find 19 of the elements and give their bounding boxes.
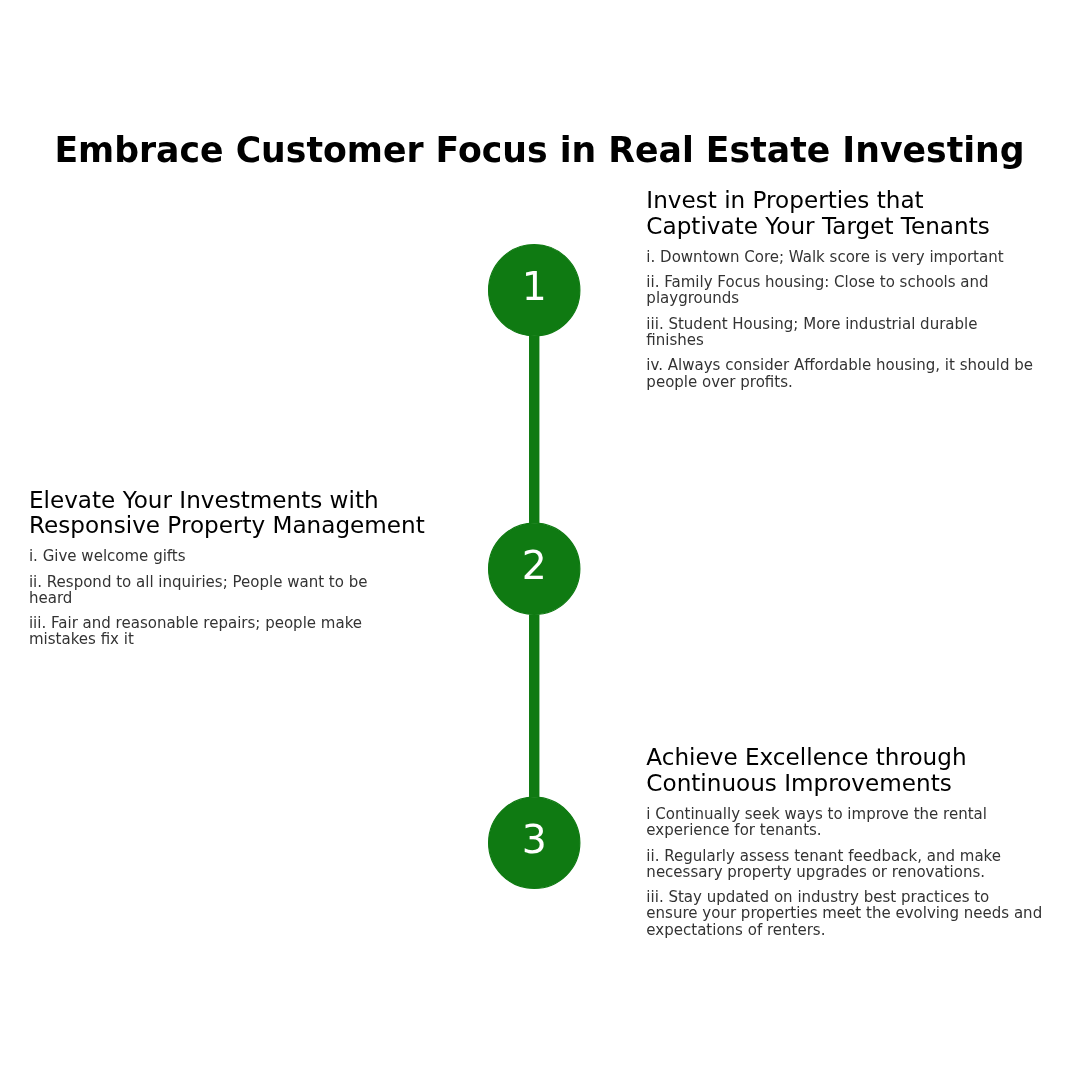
node-label: i Continually seek ways to improve the rental experience for tenants. xyxy=(646,804,987,839)
node-label: ii. Regularly assess tenant feedback, and make necessary property upgrades or renovations. xyxy=(646,846,1001,881)
node-label: iv. Always consider Affordable housing, it should be people over profits. xyxy=(646,355,1033,391)
node-label: ii. Family Focus housing: Close to schools and playgrounds xyxy=(646,272,989,307)
node-label: Achieve Excellence through Continuous Improvements xyxy=(646,743,967,796)
node-label: iii. Student Housing; More industrial durable finishes xyxy=(646,314,978,349)
node-label: i. Downtown Core; Walk score is very important xyxy=(646,247,1004,266)
node-circle: 1 xyxy=(487,243,581,336)
node-label: iii. Fair and reasonable repairs; people make mistakes fix it xyxy=(28,613,363,648)
connector xyxy=(529,335,540,523)
node-circle: 3 xyxy=(487,796,581,889)
diagram-title: Embrace Customer Focus in Real Estate Investing xyxy=(54,129,1025,170)
node-label: Invest in Properties that Captivate Your Target Tenants xyxy=(646,186,990,239)
node-label: Elevate Your Investments with Responsive Property Management xyxy=(28,486,425,538)
node-label: i. Give welcome gifts xyxy=(28,546,186,565)
node-label: iii. Stay updated on industry best practices to ensure your properties meet the evolving needs and expectations of renters. xyxy=(646,887,1043,939)
node-label: ii. Respond to all inquiries; People want to be heard xyxy=(28,572,368,607)
connector xyxy=(529,614,540,797)
node-circle: 2 xyxy=(487,522,581,615)
